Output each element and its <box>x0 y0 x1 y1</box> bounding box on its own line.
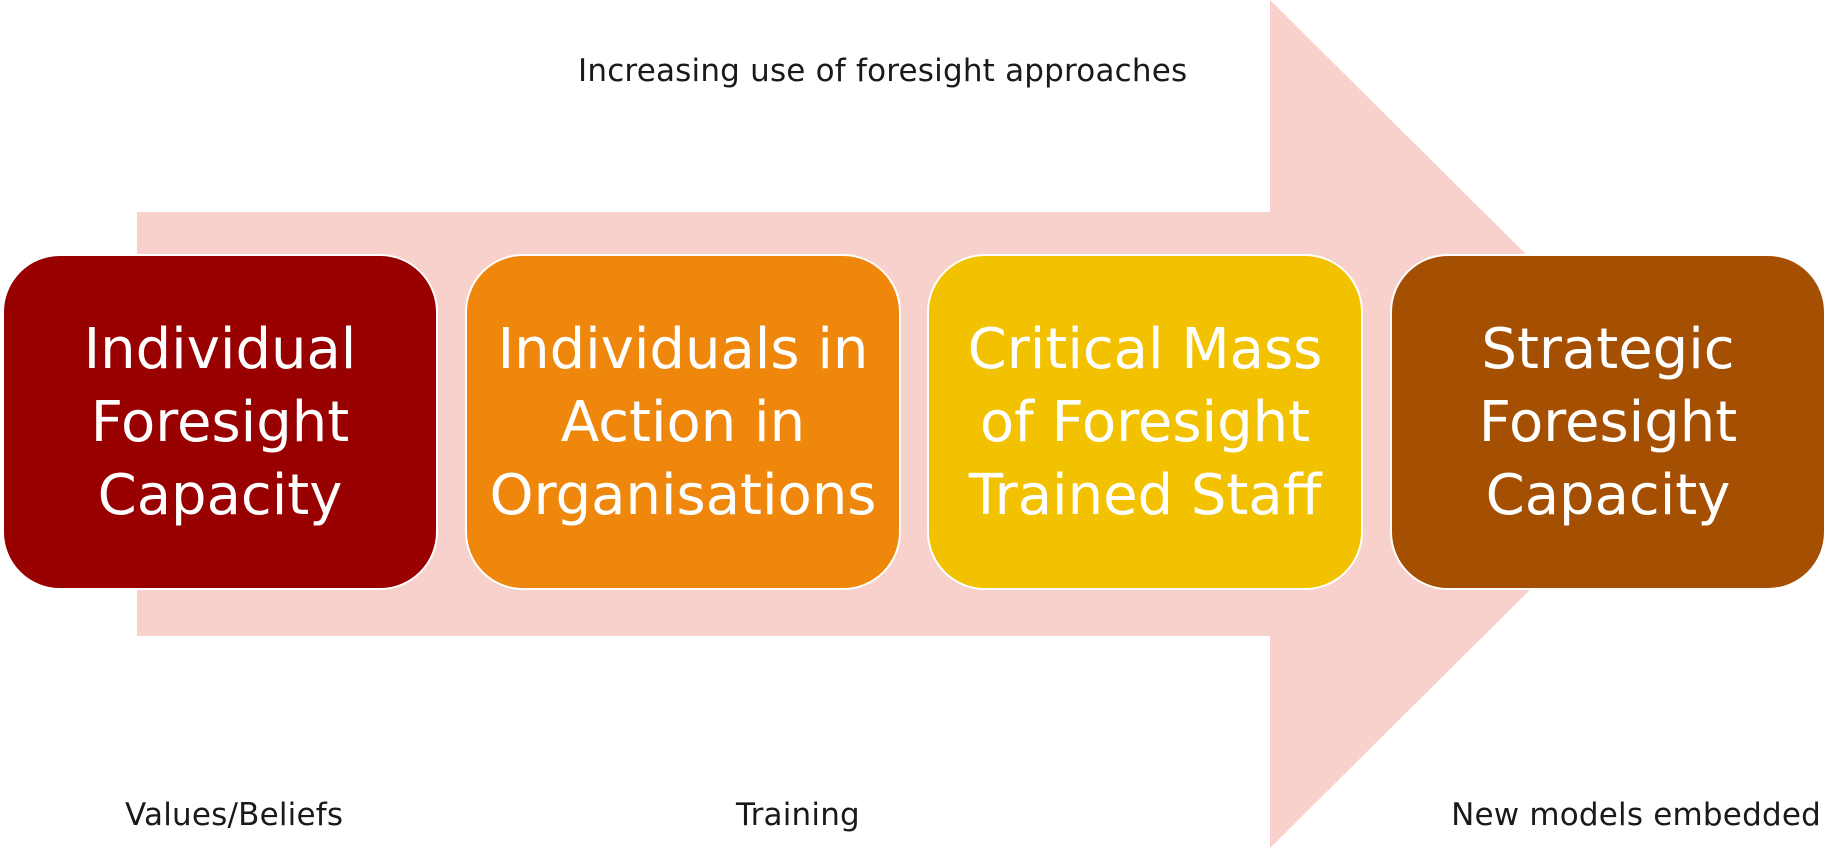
stage-box-critical-mass: Critical Mass of Foresight Trained Staff <box>927 254 1363 590</box>
stage-box-strategic-foresight-capacity: Strategic Foresight Capacity <box>1390 254 1826 590</box>
stage-box-individuals-in-action: Individuals in Action in Organisations <box>465 254 901 590</box>
bottom-label-values-beliefs: Values/Beliefs <box>125 797 344 833</box>
stage-label: Individuals in Action in Organisations <box>489 316 877 528</box>
stage-label: Strategic Foresight Capacity <box>1478 316 1738 528</box>
stage-label: Critical Mass of Foresight Trained Staff <box>967 316 1323 528</box>
bottom-label-new-models: New models embedded <box>1451 797 1821 833</box>
stage-label: Individual Foresight Capacity <box>83 316 357 528</box>
top-caption: Increasing use of foresight approaches <box>578 53 1188 89</box>
arrow-shape <box>137 0 1697 848</box>
bottom-label-training: Training <box>736 797 860 833</box>
stage-box-individual-foresight-capacity: Individual Foresight Capacity <box>2 254 438 590</box>
